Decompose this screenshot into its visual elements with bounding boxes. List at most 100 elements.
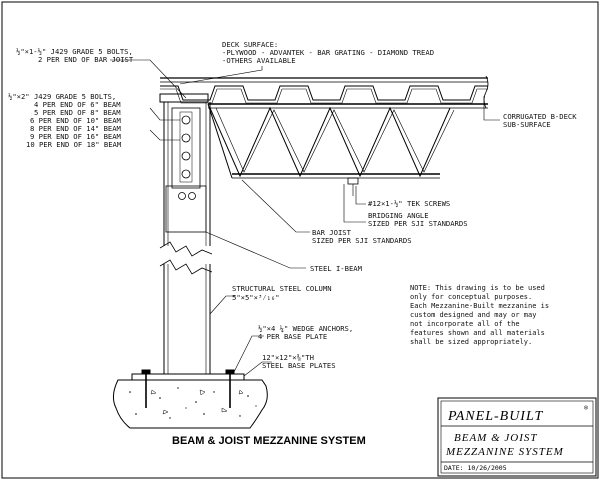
- label-line: 4 PER END OF 6" BEAM: [34, 100, 121, 109]
- bolt: [188, 192, 196, 200]
- label-line: 2 PER END OF BAR JOIST: [38, 55, 134, 64]
- leader-wedge-anchors: [233, 335, 264, 373]
- corrugated-deck-inner: [160, 88, 488, 104]
- column-break-lower: [159, 259, 213, 275]
- label-steel-beam: STEEL I-BEAM: [310, 264, 363, 273]
- label-line: -OTHERS AVAILABLE: [222, 56, 296, 65]
- joist-web: [209, 106, 451, 178]
- leader-tek: [355, 186, 366, 205]
- label-line: SIZED PER SJI STANDARDS: [368, 219, 468, 228]
- label-line: CORRUGATED B-DECK: [503, 112, 577, 121]
- label-tek-screws: #12×1-½" TEK SCREWS: [368, 199, 450, 208]
- note-line: Each Mezzanine-Built mezzanine is: [410, 302, 549, 310]
- bar-joist: [207, 103, 488, 179]
- system-name-line1: BEAM & JOIST: [454, 432, 537, 444]
- title-block: PANEL-BUILT ® BEAM & JOIST MEZZANINE SYS…: [437, 397, 597, 477]
- drawing-title: BEAM & JOIST MEZZANINE SYSTEM: [172, 435, 366, 447]
- leader-bar-joist: [241, 179, 310, 233]
- label-line: #12×1-½" TEK SCREWS: [368, 199, 450, 208]
- note-line: not incorporate all of the: [410, 320, 520, 328]
- anchor-nut-left: [141, 369, 151, 375]
- note-line: shall be sized appropriately.: [410, 338, 532, 346]
- label-line: BAR JOIST: [312, 228, 352, 237]
- joist-end-diagonal: [207, 103, 233, 179]
- label-line: SUB-SURFACE: [503, 120, 551, 129]
- leader-deck-surface: [179, 66, 263, 85]
- bolt-group: [178, 111, 196, 200]
- bolt: [178, 192, 186, 200]
- bridging-angle: [347, 177, 359, 196]
- note-line: features shown and all materials: [410, 329, 545, 337]
- beam-end-plate: [165, 185, 207, 233]
- note-block: NOTE: This drawing is to be used only fo…: [410, 284, 549, 346]
- label-bar-joist: BAR JOIST SIZED PER SJI STANDARDS: [312, 228, 412, 245]
- bolt: [181, 133, 191, 143]
- label-line: 12"×12"×⅜"TH: [262, 353, 314, 362]
- steel-column: [159, 93, 213, 374]
- brand-name: PANEL-BUILT: [447, 409, 543, 424]
- bridging-angle-piece: [347, 177, 359, 185]
- leader-bridging: [343, 184, 366, 223]
- bolt-strip: [179, 111, 193, 183]
- label-line: 10 PER END OF 18" BEAM: [26, 140, 122, 149]
- label-column: STRUCTURAL STEEL COLUMN 5"×5"×³⁄₁₆": [232, 284, 332, 302]
- label-line: 5 PER END OF 8" BEAM: [34, 108, 121, 117]
- steel-base-plate: [131, 373, 245, 381]
- leader-corrugated: [483, 96, 500, 121]
- title-block-inner: [440, 400, 594, 474]
- label-line: SIZED PER SJI STANDARDS: [312, 236, 412, 245]
- note-line: custom designed and may or may: [410, 311, 536, 319]
- bolt: [181, 169, 191, 179]
- label-corrugated-deck: CORRUGATED B-DECK SUB-SURFACE: [503, 112, 577, 129]
- beam-top-flange: [159, 93, 209, 103]
- note-line: NOTE: This drawing is to be used: [410, 284, 545, 292]
- label-line: STEEL I-BEAM: [310, 264, 363, 273]
- label-line: 5"×5"×³⁄₁₆": [232, 293, 280, 302]
- label-deck-surface: DECK SURFACE: -PLYWOOD - ADVANTEK - BAR …: [222, 40, 434, 65]
- label-bolts-beam: ½"×2" J429 GRADE 5 BOLTS, 4 PER END OF 6…: [8, 92, 122, 149]
- leader-bolts-bar-joist: [110, 59, 187, 99]
- anchor-nut-right: [225, 369, 235, 375]
- leader-column: [209, 295, 236, 315]
- connection-plate: [171, 107, 201, 189]
- concrete-footing: [112, 379, 268, 429]
- label-line: STRUCTURAL STEEL COLUMN: [232, 284, 332, 293]
- title-block-frame: [437, 397, 597, 477]
- label-line: 4 PER BASE PLATE: [258, 332, 327, 341]
- foundation: [112, 369, 268, 429]
- label-line: 9 PER END OF 16" BEAM: [30, 132, 122, 141]
- leader-lines: [110, 59, 500, 377]
- label-line: ½"×4 ¼" WEDGE ANCHORS,: [258, 324, 353, 333]
- label-line: 8 PER END OF 14" BEAM: [30, 124, 122, 133]
- leader-base-plates: [243, 361, 272, 377]
- label-line: DECK SURFACE:: [222, 40, 278, 49]
- brand-mark: ®: [584, 404, 588, 412]
- system-name-line2: MEZZANINE SYSTEM: [445, 446, 564, 458]
- joist-web-inner: [215, 107, 455, 173]
- label-line: ½"×1-½" J429 GRADE 5 BOLTS,: [16, 47, 133, 56]
- label-bolts-bar-joist: ½"×1-½" J429 GRADE 5 BOLTS, 2 PER END OF…: [16, 47, 134, 64]
- concrete-stones: [150, 389, 244, 415]
- break-line-right: [483, 75, 489, 109]
- label-wedge-anchors: ½"×4 ¼" WEDGE ANCHORS, 4 PER BASE PLATE: [258, 324, 353, 341]
- corrugated-deck: [160, 85, 488, 101]
- concrete-aggregate: [129, 387, 257, 419]
- column-break-upper: [159, 241, 213, 257]
- note-line: only for conceptual purposes.: [410, 293, 532, 301]
- label-line: 6 PER END OF 10" BEAM: [30, 116, 122, 125]
- deck-assembly: [160, 75, 489, 109]
- label-line: BRIDGING ANGLE: [368, 211, 429, 220]
- bolt: [181, 115, 191, 125]
- leader-bolts-beam: [149, 107, 180, 121]
- label-line: ½"×2" J429 GRADE 5 BOLTS,: [8, 92, 116, 101]
- leader-steel-beam: [205, 231, 306, 269]
- bolt: [181, 151, 191, 161]
- label-line: STEEL BASE PLATES: [262, 361, 336, 370]
- drawing-date: DATE: 10/26/2005: [444, 464, 507, 472]
- label-line: -PLYWOOD - ADVANTEK - BAR GRATING - DIAM…: [222, 48, 434, 57]
- label-base-plates: 12"×12"×⅜"TH STEEL BASE PLATES: [262, 353, 336, 370]
- label-bridging-angle: BRIDGING ANGLE SIZED PER SJI STANDARDS: [368, 211, 468, 228]
